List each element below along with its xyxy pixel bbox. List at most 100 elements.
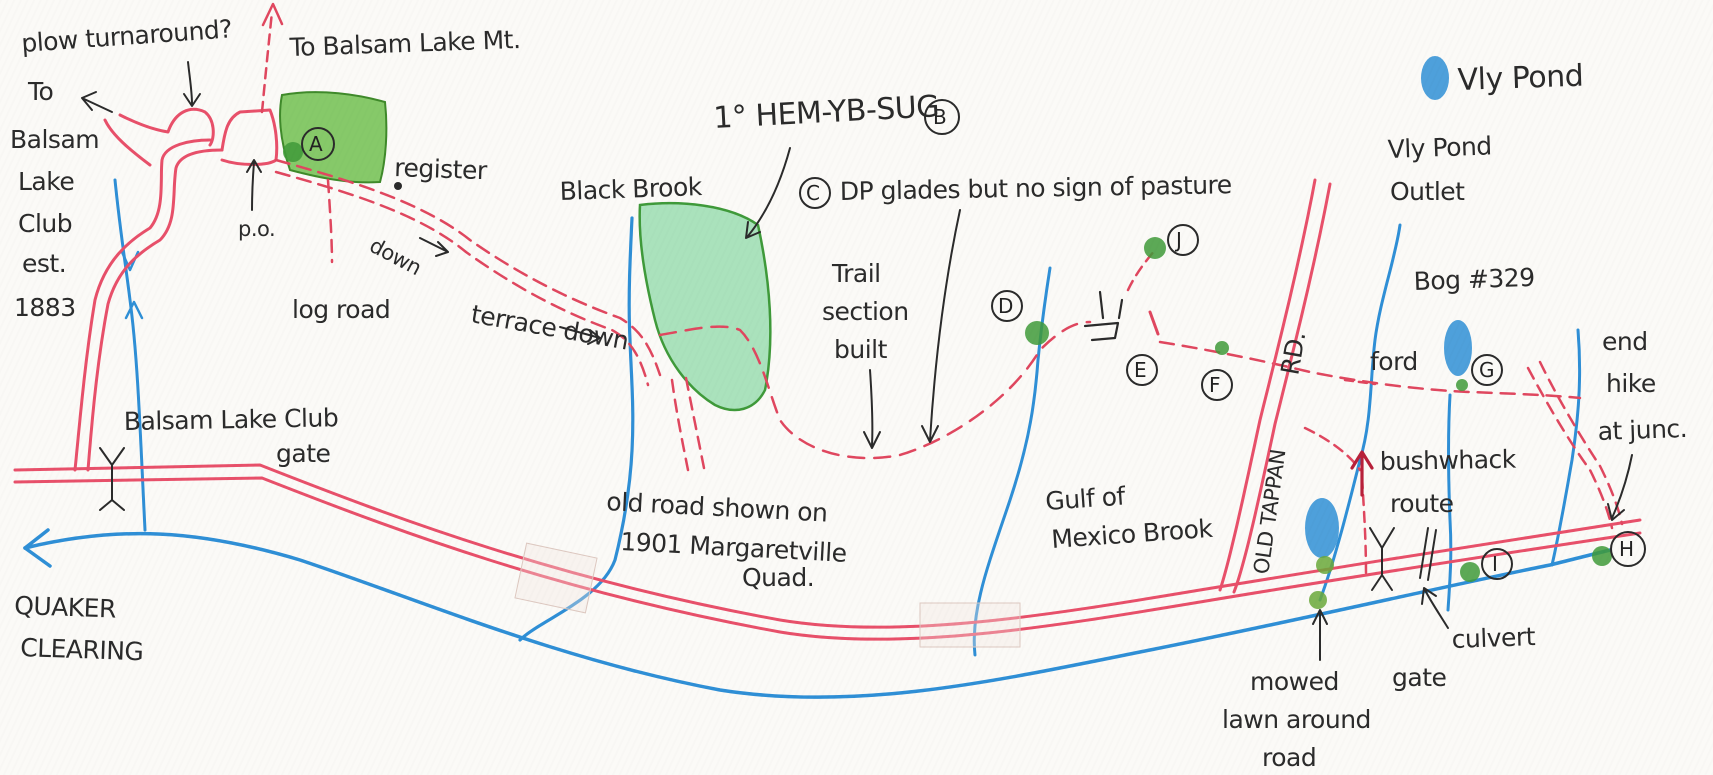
marker-c[interactable]	[799, 177, 831, 209]
label-mowed-2: lawn around	[1222, 705, 1371, 734]
arrow-down-1-icon	[419, 237, 449, 257]
label-dp-glade: DP glades but no sign of pasture	[840, 170, 1232, 206]
main-road-lower	[13, 476, 1642, 641]
arrow-end-hike-icon	[1607, 454, 1633, 521]
green-dot-icon	[1025, 321, 1049, 345]
trail-e-steps	[1083, 290, 1124, 342]
arrow-up-icon	[261, 2, 284, 27]
green-dot-icon	[1316, 556, 1334, 574]
trail-e-red	[1148, 310, 1160, 336]
label-gulf-1: Gulf of	[1044, 481, 1127, 516]
label-old-road-3: Quad.	[742, 563, 814, 592]
label-mowed-3: road	[1262, 743, 1316, 772]
label-balsam: Balsam	[10, 125, 99, 154]
arrow-layer	[81, 61, 1633, 661]
marker-label-i: I	[1492, 552, 1498, 576]
main-road-upper	[13, 463, 1642, 629]
label-end-1: end	[1602, 327, 1648, 356]
marker-d[interactable]	[991, 290, 1023, 322]
label-ford: ford	[1370, 347, 1418, 376]
po-building	[220, 108, 279, 166]
arrow-glade-icon	[921, 209, 961, 443]
arrow-up-icon	[124, 300, 144, 320]
marker-f[interactable]	[1201, 369, 1233, 401]
arrow-to-club-icon	[81, 91, 113, 113]
label-balsam-gate-1: Balsam Lake Club	[124, 403, 339, 436]
forest-layer	[279, 91, 772, 412]
label-quaker-1: QUAKER	[14, 591, 117, 624]
gate-icon	[1369, 527, 1395, 591]
turnaround-loop	[118, 107, 215, 147]
marker-g[interactable]	[1471, 354, 1503, 386]
label-terrace-down: terrace down	[469, 299, 631, 355]
label-bog: Bog #329	[1413, 263, 1535, 296]
log-road-dashed	[326, 178, 334, 264]
label-to-balsam-lake-mt: To Balsam Lake Mt.	[288, 25, 521, 62]
arrow-po-icon	[246, 159, 262, 211]
trail-east-dashed	[1158, 340, 1582, 400]
marker-label-h: H	[1619, 537, 1634, 561]
label-end-3: at junc.	[1597, 414, 1687, 446]
label-down: down	[366, 233, 426, 280]
tape-mark	[514, 542, 598, 614]
arrow-turnaround-icon	[183, 61, 201, 107]
forest-b-patch	[638, 201, 772, 412]
ford-crossing	[1343, 378, 1377, 386]
label-old-road-1: old road shown on	[606, 487, 828, 528]
trail-main-a	[274, 158, 662, 377]
label-vly-pond: Vly Pond	[1457, 59, 1584, 98]
marker-label-e: E	[1134, 358, 1147, 382]
label-culvert: culvert	[1451, 622, 1536, 654]
quaker-arrow-icon	[23, 528, 52, 568]
trail-end-spur-b	[1538, 360, 1624, 526]
marker-a[interactable]	[301, 127, 335, 161]
label-trail-3: built	[834, 335, 888, 364]
label-vly-outlet-2: Outlet	[1390, 177, 1465, 206]
marker-b[interactable]	[924, 99, 960, 135]
arrow-culvert-icon	[1421, 587, 1449, 629]
green-dot-icon	[1460, 562, 1480, 582]
arrow-terrace-icon	[559, 326, 601, 345]
trail-main-b	[274, 170, 650, 387]
arrow-trail-built-icon	[863, 369, 881, 449]
label-vly-outlet-1: Vly Pond	[1387, 131, 1492, 164]
black-brook-stream	[518, 216, 635, 642]
label-bushwhack-2: route	[1390, 489, 1454, 518]
green-dot-icon	[283, 142, 303, 162]
marker-label-b: B	[933, 105, 947, 129]
tape-mark	[919, 602, 1021, 648]
gate-icon	[99, 447, 125, 511]
label-plow-turnaround: plow turnaround?	[20, 14, 233, 58]
label-mowed-1: mowed	[1250, 667, 1339, 696]
marker-label-g: G	[1479, 358, 1495, 382]
vly-outlet-stream	[1318, 223, 1402, 602]
bushwhack-arrow-icon	[1350, 450, 1374, 497]
label-to: To	[27, 77, 53, 106]
old-road-dashed	[658, 320, 1092, 460]
label-trail-1: Trail	[831, 259, 881, 288]
label-balsam-gate-2: gate	[276, 439, 330, 468]
green-dot-icon	[1144, 237, 1166, 259]
markers-layer: A B C D E F G H I J	[283, 99, 1646, 609]
label-old-road-2: 1901 Margaretville	[620, 527, 848, 568]
old-tappan-road-b	[1232, 182, 1332, 594]
trail-end-spur-a	[1526, 366, 1614, 530]
marker-label-d: D	[998, 294, 1013, 318]
marker-e[interactable]	[1126, 354, 1158, 386]
label-black-brook: Black Brook	[559, 172, 703, 206]
green-dot-icon	[1215, 341, 1229, 355]
marker-i[interactable]	[1481, 548, 1513, 580]
old-tappan-road-a	[1218, 178, 1317, 592]
access-road-left	[73, 138, 212, 472]
label-year: 1883	[14, 293, 76, 322]
marker-j[interactable]	[1167, 224, 1199, 256]
branch-to-club	[103, 118, 152, 167]
label-register: register	[394, 153, 489, 185]
label-po: p.o.	[238, 217, 275, 241]
south-pond-icon	[1305, 498, 1339, 558]
marker-h[interactable]	[1610, 531, 1646, 567]
water-layer	[23, 56, 1612, 700]
trail-to-mt	[260, 10, 274, 114]
